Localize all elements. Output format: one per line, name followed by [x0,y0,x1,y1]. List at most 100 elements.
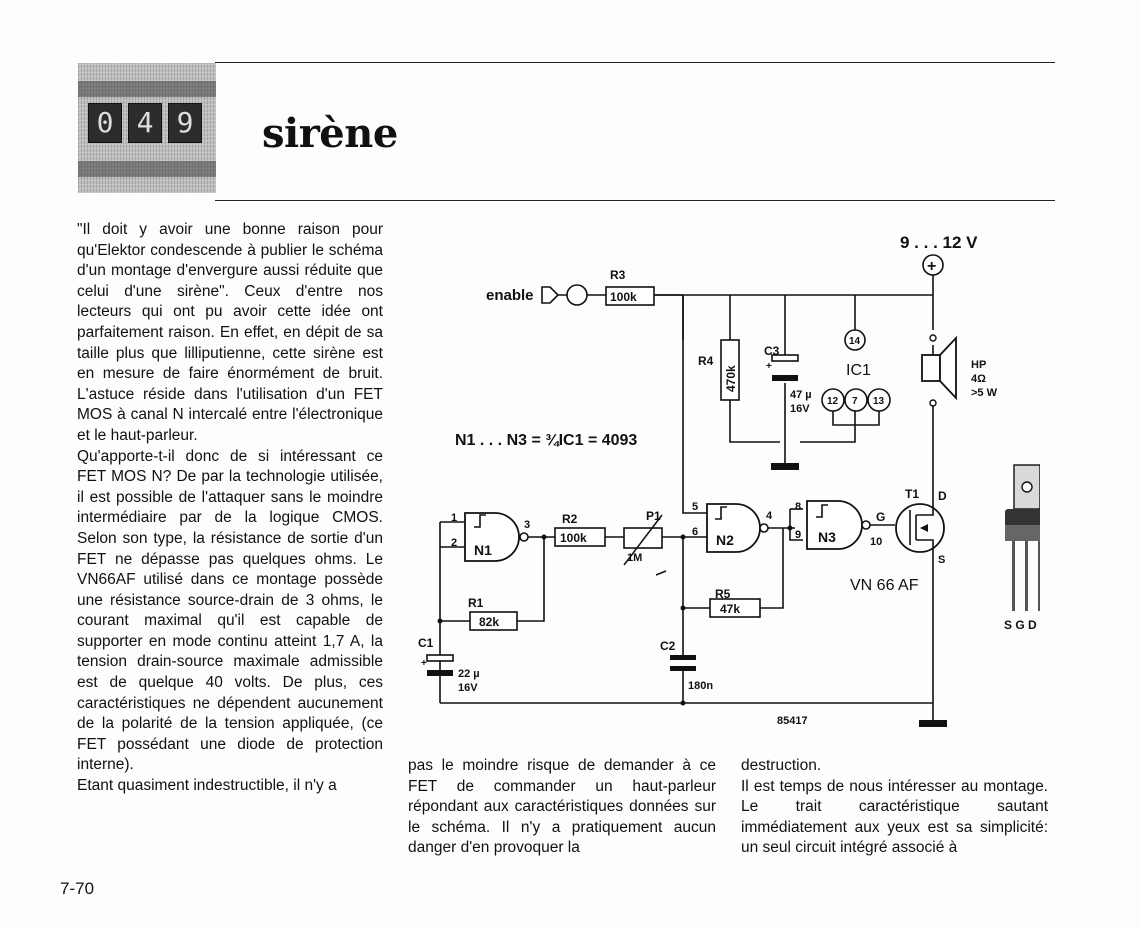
schmitt-icon [715,506,727,520]
hp-power: >5 W [971,387,998,399]
plus-icon: + [766,361,772,372]
pin-label: 8 [795,501,801,513]
paragraph: Etant quasiment indestructible, il n'y a [77,777,337,795]
text-column-2: pas le moindre risque de demander à ce F… [408,756,716,859]
r3-value: 100k [610,290,637,304]
pin-label: 2 [451,537,457,549]
pin-label: 6 [692,526,698,538]
c2-label: C2 [660,639,676,653]
paragraph: pas le moindre risque de demander à ce F… [408,757,716,857]
figure-reference: 85417 [777,715,808,727]
paragraph: Qu'apporte-t-il donc de si intéressant c… [77,447,383,774]
r3-label: R3 [610,268,626,282]
n2-inverter-bubble [759,523,769,533]
junction [437,618,443,624]
c1-label: C1 [418,636,434,650]
p1-wiper-arrow-icon [623,514,663,566]
p1-value: 1M [627,552,642,564]
badge-digit: 9 [168,103,202,143]
pin-label: 5 [692,501,698,513]
badge-band-top [78,81,216,97]
pin-label: 13 [873,396,885,407]
r5-resistor [709,598,761,618]
circuit-schematic: 9 . . . 12 V + enable R3 100k R4 470k C3… [418,233,1040,727]
speaker-terminal [929,399,937,407]
badge-band-bottom [78,161,216,177]
text-column-1: "Il doit y avoir une bonne raison pour q… [77,220,383,797]
c1-plate-negative [427,670,453,676]
c1-value: 22 µ [458,668,480,680]
supply-label: 9 . . . 12 V [900,233,978,252]
p1-label: P1 [646,509,661,523]
n1-gate [464,512,520,562]
junction [787,525,793,531]
r2-label: R2 [562,512,578,526]
pin-label: 9 [795,529,801,541]
article-title: sirène [262,110,398,157]
p1-wiper-icon [655,570,667,576]
c3-voltage: 16V [790,403,810,415]
pin-label: 1 [451,512,457,524]
pin-label: 14 [849,336,861,347]
badge-digit: 4 [128,103,162,143]
package-pin-labels: S G D [1004,618,1037,632]
c1-plate-positive [426,654,454,662]
ic1-pin-13 [867,388,891,412]
ic1-pin-7 [844,388,868,412]
paragraph: destruction. [741,757,822,774]
paragraph: Il est temps de nous intéresser au monta… [741,777,1048,857]
plus-icon: + [927,258,936,275]
r2-resistor [554,527,606,547]
n1-inverter-bubble [519,532,529,542]
badge-digits: 0 4 9 [88,103,202,143]
header-rule-bottom [215,200,1055,201]
header-rule-top [215,62,1055,63]
r2-value: 100k [560,531,587,545]
badge-digit: 0 [88,103,122,143]
schmitt-icon [474,514,486,528]
r1-value: 82k [479,615,499,629]
mosfet-arrow-icon [920,524,928,532]
c2-plate [670,666,696,671]
hp-label: HP [971,359,986,371]
pin-label: 4 [766,510,773,522]
r3-resistor [605,286,655,306]
pin-label: 7 [852,396,858,407]
gate-note: N1 . . . N3 = ¾IC1 = 4093 [455,432,637,449]
junction [680,700,686,706]
text-column-3: destruction. Il est temps de nous intére… [741,756,1048,859]
page-number: 7-70 [60,879,95,898]
t1-mosfet [895,503,945,553]
plus-icon: + [421,658,427,669]
c2-plate [670,655,696,660]
pin-label: 3 [524,519,530,531]
r5-label: R5 [715,587,731,601]
schmitt-icon [816,504,828,518]
n3-inverter-bubble [861,520,871,530]
speaker-magnet [921,354,941,382]
speaker-terminal [929,334,937,342]
c3-plate-negative [772,375,798,381]
n3-label: N3 [818,529,836,545]
enable-label: enable [486,287,534,304]
paragraph: "Il doit y avoir une bonne raison pour q… [77,221,383,444]
junction [680,605,686,611]
r4-value: 470k [724,365,738,392]
n2-label: N2 [716,532,734,548]
hp-impedance: 4Ω [971,373,986,385]
junction [680,534,686,540]
package-icon [1005,464,1040,611]
ic1-label: IC1 [846,362,871,379]
p1-potentiometer [623,527,663,549]
pin-label: 12 [827,396,839,407]
t1-part-number: VN 66 AF [850,577,919,594]
c2-value: 180n [688,680,713,692]
r4-label: R4 [698,354,714,368]
junction [541,534,547,540]
enable-terminal [566,284,588,306]
r5-value: 47k [720,602,740,616]
speaker-icon [939,335,957,401]
c3-value: 47 µ [790,389,812,401]
ic1-pin-12 [821,388,845,412]
t1-label: T1 [905,487,919,501]
